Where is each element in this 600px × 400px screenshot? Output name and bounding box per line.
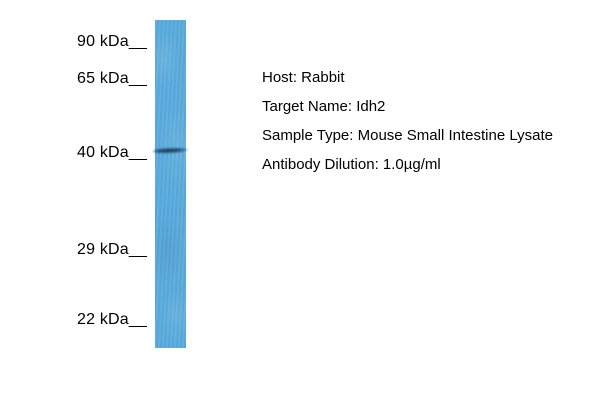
annotation-sample-type: Sample Type: Mouse Small Intestine Lysat… [262, 127, 553, 144]
marker-label-22kda: 22 kDa__ [77, 311, 148, 328]
marker-label-65kda: 65 kDa__ [77, 70, 148, 87]
blot-lane [155, 20, 186, 348]
marker-label-90kda: 90 kDa__ [77, 33, 148, 50]
annotation-host: Host: Rabbit [262, 69, 345, 86]
annotation-block: Host: Rabbit Target Name: Idh2 Sample Ty… [262, 63, 553, 179]
marker-label-29kda: 29 kDa__ [77, 241, 148, 258]
marker-label-40kda: 40 kDa__ [77, 144, 148, 161]
annotation-antibody-dilution: Antibody Dilution: 1.0µg/ml [262, 156, 441, 173]
annotation-target-name: Target Name: Idh2 [262, 98, 386, 115]
